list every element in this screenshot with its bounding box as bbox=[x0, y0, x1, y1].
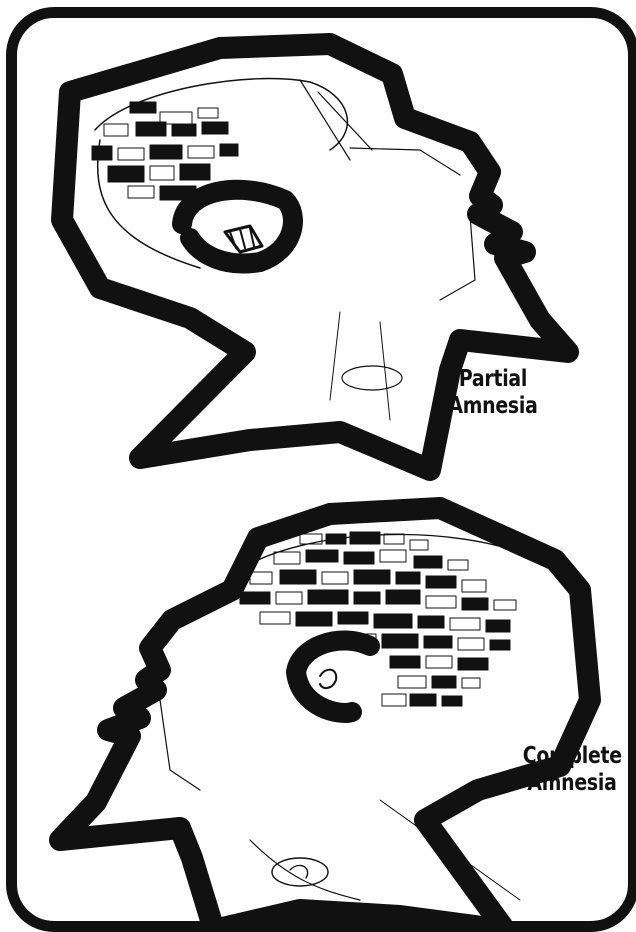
caption-complete-line1: Complete bbox=[523, 743, 621, 770]
ear-top bbox=[182, 190, 293, 264]
caption-partial-amnesia: Partial Amnesia bbox=[440, 366, 547, 420]
caption-partial-line2: Amnesia bbox=[440, 393, 547, 420]
caption-partial-line1: Partial bbox=[440, 366, 547, 393]
caption-complete-line2: Amnesia bbox=[523, 770, 621, 797]
caption-complete-amnesia: Complete Amnesia bbox=[523, 743, 621, 797]
head-bottom bbox=[60, 508, 590, 924]
ear-bottom bbox=[296, 640, 370, 712]
memory-blocks-bottom bbox=[240, 532, 516, 706]
